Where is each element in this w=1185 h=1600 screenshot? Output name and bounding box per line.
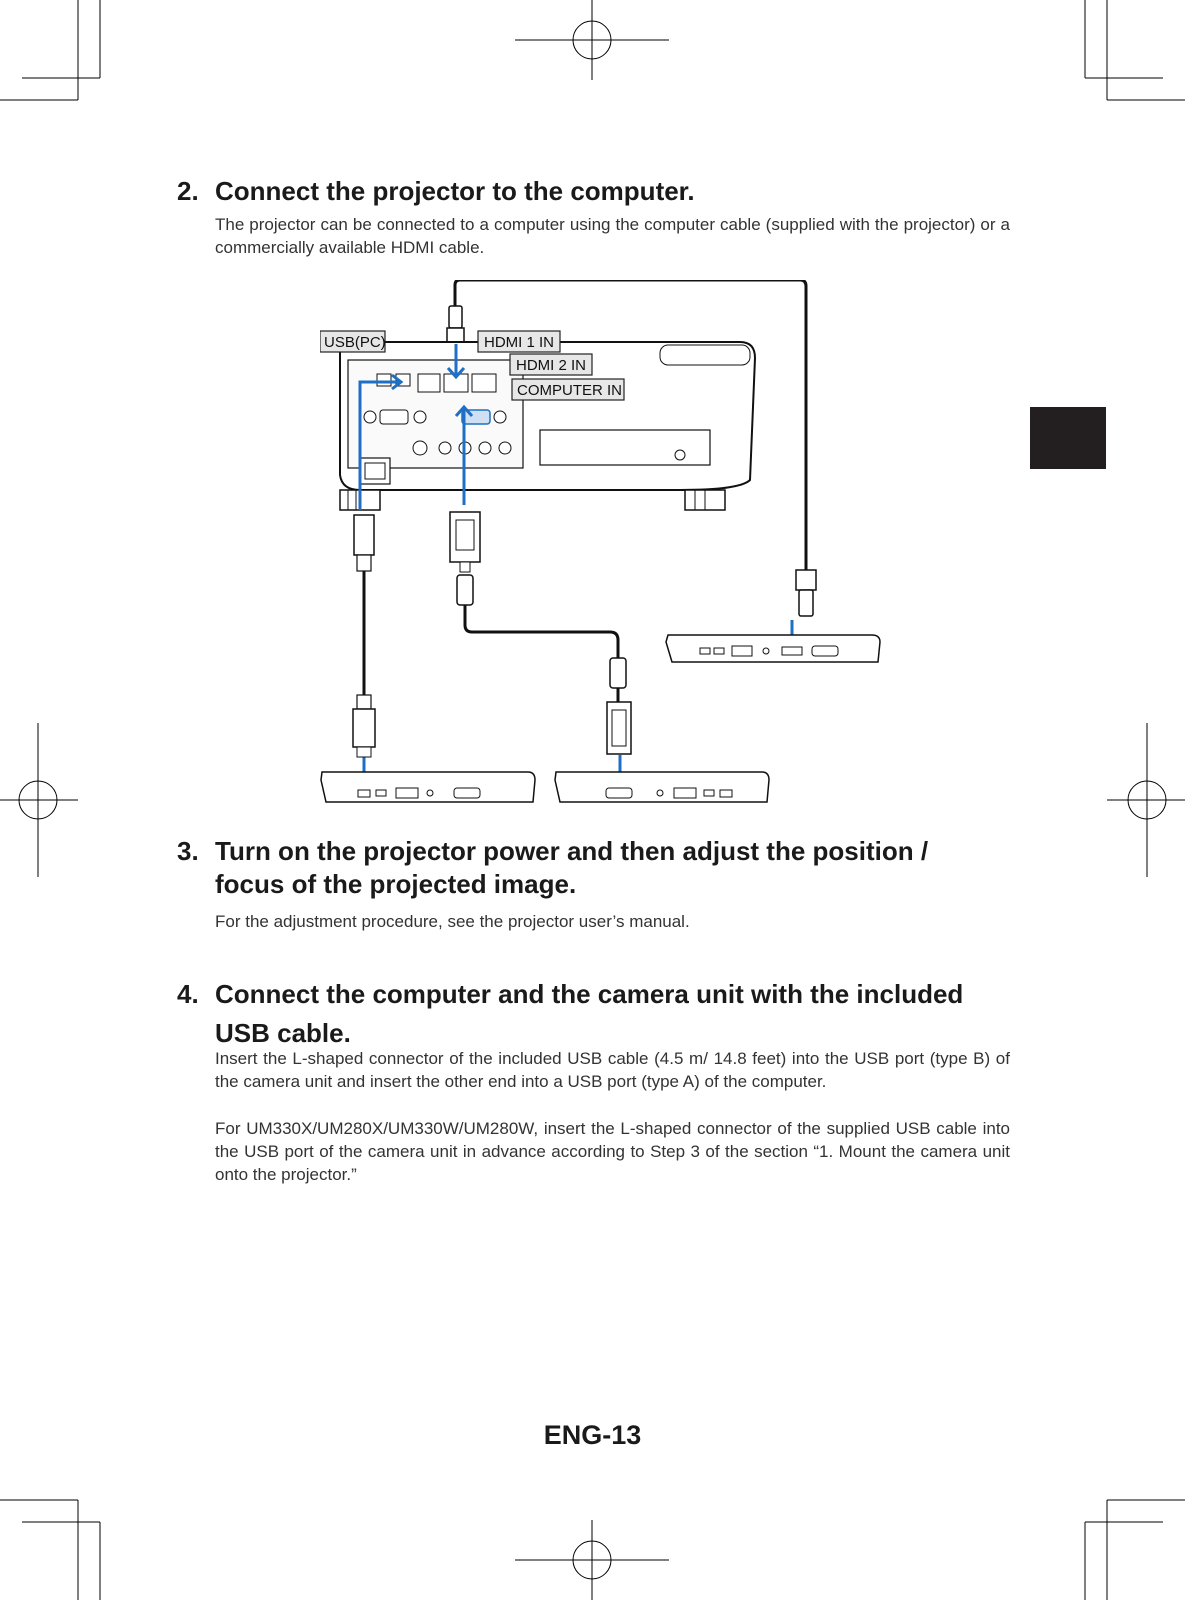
section-3-heading-line2: focus of the projected image.: [215, 868, 576, 900]
section-2-title: Connect the projector to the computer.: [215, 176, 695, 206]
projector-icon: [339, 341, 757, 511]
section-4-heading: 4. Connect the computer and the camera u…: [177, 978, 964, 1010]
section-3-heading: 3. Turn on the projector power and then …: [177, 835, 929, 867]
section-4-body-1: Insert the L-shaped connector of the inc…: [215, 1049, 1010, 1091]
section-2-number: 2.: [177, 176, 199, 206]
section-2-body: The projector can be connected to a comp…: [215, 215, 1010, 257]
hdmi-cable: [453, 280, 808, 580]
label-hdmi2-text: HDMI 2 IN: [516, 357, 586, 374]
section-4-title-line2: USB cable.: [215, 1018, 351, 1048]
connection-diagram: USB(PC) HDMI 1 IN HDMI 2 IN COMPUTER IN: [320, 280, 881, 803]
laptop-middle-icon: [554, 771, 770, 803]
laptop-left-icon: [320, 771, 536, 803]
label-computer-in: COMPUTER IN: [511, 378, 625, 401]
section-4-title-line1: Connect the computer and the camera unit…: [215, 979, 964, 1009]
section-tab-marker: [1030, 407, 1106, 469]
label-computer-in-text: COMPUTER IN: [517, 382, 622, 399]
usb-cable: [352, 514, 376, 758]
hdmi-plug-top-icon: [446, 305, 465, 347]
section-3-body: For the adjustment procedure, see the pr…: [215, 912, 690, 931]
vga-cable: [449, 511, 632, 755]
section-3-number: 3.: [177, 836, 199, 866]
label-hdmi1-text: HDMI 1 IN: [484, 334, 554, 351]
laptop-right-icon: [665, 634, 881, 663]
section-3-title-line2: focus of the projected image.: [215, 869, 577, 899]
page-number: ENG-13: [543, 1420, 642, 1450]
label-hdmi2: HDMI 2 IN: [509, 353, 593, 376]
section-4-number: 4.: [177, 979, 199, 1009]
hdmi-plug-right-icon: [795, 569, 817, 617]
section-4-body-2: For UM330X/UM280X/UM330W/UM280W, insert …: [215, 1119, 1010, 1184]
section-4-heading-line2: USB cable.: [215, 1017, 351, 1049]
section-2-heading: 2. Connect the projector to the computer…: [177, 175, 695, 207]
label-hdmi1: HDMI 1 IN: [477, 330, 561, 353]
label-usb-pc: USB(PC): [320, 330, 386, 353]
section-3-title-line1: Turn on the projector power and then adj…: [215, 836, 929, 866]
label-usb-pc-text: USB(PC): [324, 334, 386, 351]
